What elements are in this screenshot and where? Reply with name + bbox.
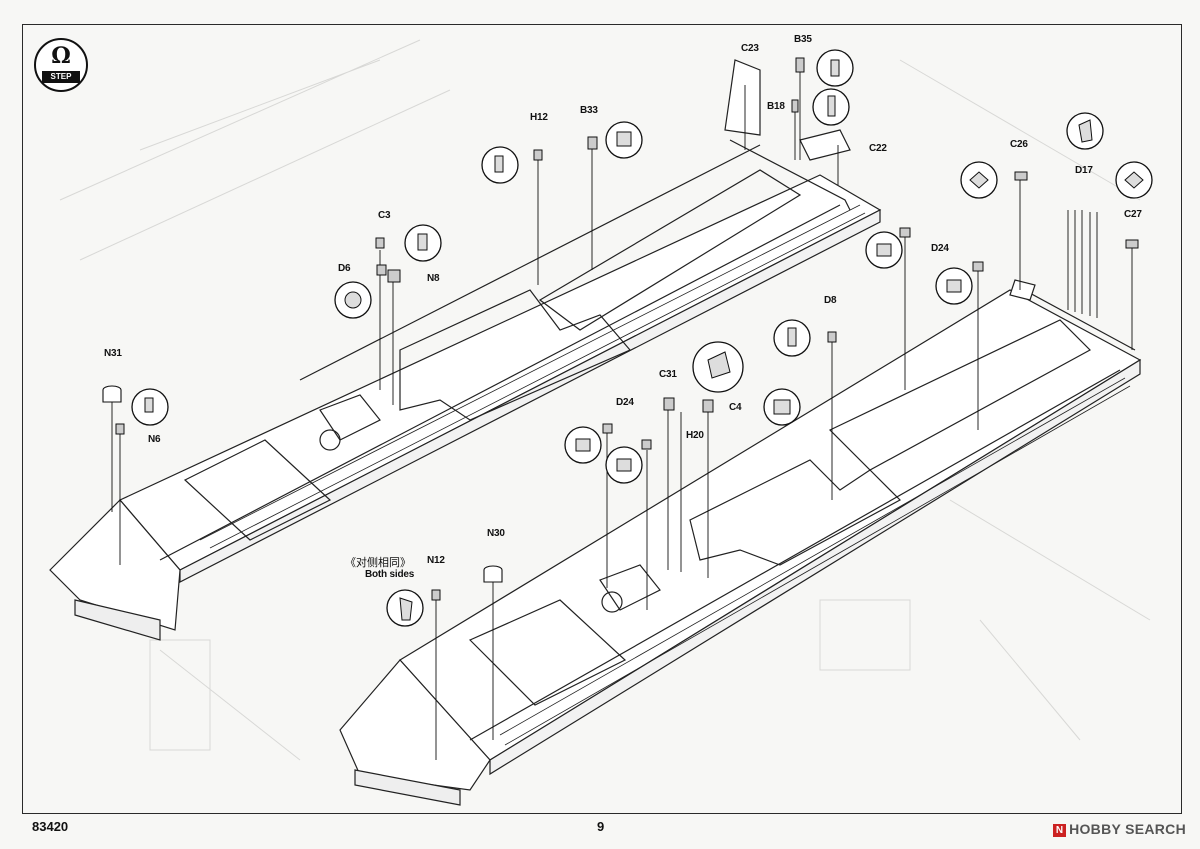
right-hull: [339, 279, 1142, 806]
page-number: 9: [597, 819, 605, 834]
part-label-d24-left: D24: [616, 397, 634, 408]
part-label-d8: D8: [824, 295, 837, 306]
part-label-c23: C23: [741, 43, 759, 54]
part-label-b33: B33: [580, 105, 598, 116]
page-frame: [22, 24, 1182, 814]
both-sides-en: Both sides: [365, 569, 415, 580]
part-label-n31: N31: [104, 348, 122, 359]
part-label-h20: H20: [686, 430, 704, 441]
part-label-n6: N6: [148, 434, 161, 445]
part-label-d6: D6: [338, 263, 351, 274]
part-label-b18: B18: [767, 101, 785, 112]
part-label-c4: C4: [729, 402, 742, 413]
watermark-mark: N: [1053, 823, 1067, 837]
watermark-text: HOBBY SEARCH: [1069, 821, 1186, 837]
part-label-n12: N12: [427, 555, 445, 566]
part-label-b35: B35: [794, 34, 812, 45]
part-label-c3: C3: [378, 210, 391, 221]
part-label-d24-right: D24: [931, 243, 949, 254]
part-label-c27: C27: [1124, 209, 1142, 220]
part-label-d17: D17: [1075, 165, 1093, 176]
part-label-n8: N8: [427, 273, 440, 284]
part-label-c26: C26: [1010, 139, 1028, 150]
step-number: Ω: [51, 43, 71, 69]
part-label-c22: C22: [869, 143, 887, 154]
product-code: 83420: [32, 819, 69, 834]
part-label-c31: C31: [659, 369, 677, 380]
part-label-n30: N30: [487, 528, 505, 539]
part-label-h12: H12: [530, 112, 548, 123]
step-word: STEP: [42, 71, 80, 83]
step-badge: Ω STEP: [34, 38, 88, 92]
left-hull: [49, 59, 882, 641]
both-sides-cn: 《对侧相同》: [345, 557, 411, 569]
